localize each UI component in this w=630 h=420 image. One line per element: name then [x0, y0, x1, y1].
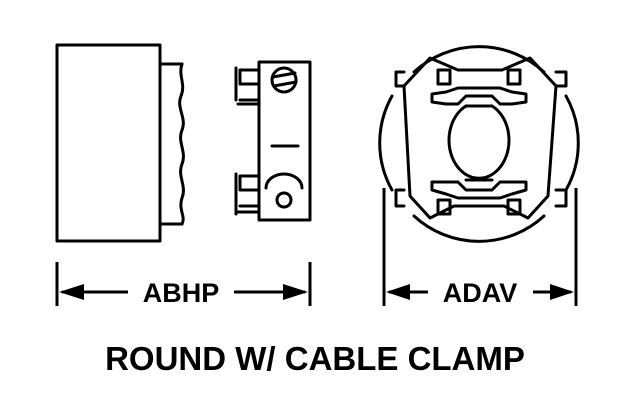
round-shell-arc-left [378, 94, 394, 192]
clamp-lug-right-top [554, 70, 568, 88]
terminal-strip-body [257, 60, 312, 222]
clamp-lug-left-bottom [394, 188, 406, 208]
eyelet-arc [264, 172, 304, 190]
screw-slot-top [271, 71, 298, 88]
clamp-lug-right-bottom [554, 188, 568, 208]
round-shell-arc-right [564, 94, 580, 192]
cable-opening [447, 104, 511, 180]
screw-top-icon [270, 66, 298, 94]
screw-head-top-right [506, 68, 522, 86]
dimension-abhp [55, 262, 312, 306]
dimension-adav [382, 188, 578, 306]
screw-head-bottom-right [506, 198, 522, 216]
clamp-saddle-top [430, 86, 528, 106]
clamp-lug-left-top [394, 70, 406, 88]
clamp-plate [402, 56, 558, 220]
arrowhead-left [386, 284, 410, 300]
terminal-tabs-bottom [234, 172, 261, 216]
connector-front-view [378, 45, 580, 243]
diagram-title: ROUND W/ CABLE CLAMP [105, 340, 525, 377]
screw-head-top-left [436, 68, 452, 86]
dimension-label-abhp: ABHP [143, 278, 220, 308]
dimension-label-adav: ADAV [443, 278, 518, 308]
terminal-strip-view [234, 60, 312, 222]
break-line [178, 62, 185, 226]
connector-side-view [55, 43, 185, 243]
eyelet-hole [275, 191, 293, 209]
clamp-saddle-bottom [430, 180, 528, 200]
screw-head-bottom-left [436, 198, 452, 216]
round-shell-arc-bottom [412, 214, 546, 243]
arrowhead-left [59, 284, 84, 300]
connector-flange [158, 62, 184, 226]
arrowhead-right [283, 284, 308, 300]
arrowhead-right [550, 284, 574, 300]
connector-body-side [55, 43, 162, 243]
terminal-tabs-top [234, 66, 261, 106]
